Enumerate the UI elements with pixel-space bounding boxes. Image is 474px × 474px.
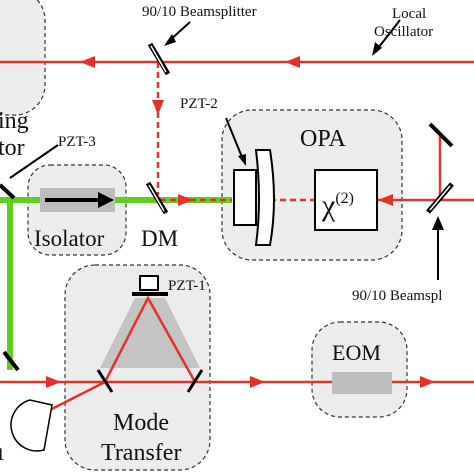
right-top-mirror [428,122,454,148]
label-chi-sup: (2) [335,190,354,207]
label-lo-2: Oscillator [374,24,433,40]
mt-mirror-left [96,369,114,393]
isolator-arrow-head [98,192,114,208]
label-opa: OPA [300,126,346,152]
opa-out-arrow [378,194,393,206]
left-bottom-mirror [2,350,20,372]
label-squeezing-1: ing [0,108,29,134]
dm-mirror-inner [148,184,165,212]
label-pzt3: PZT-3 [58,134,96,150]
eom-crystal [332,372,392,394]
label-pzt2: PZT-2 [180,96,218,112]
chi2-crystal [314,169,378,231]
pzt1-block [139,275,159,291]
label-bs-right: 90/10 Beamspl [352,288,442,304]
label-squeezing-2: tor [0,135,25,161]
bottom-arrow-2 [250,376,265,388]
squeezing-module-box [0,0,46,116]
mt-mirror-right [186,369,204,393]
label-edge-one: 1 [0,444,5,464]
dashed-arrow-down [152,100,164,115]
bottom-arrow-3 [420,376,435,388]
opa-input-mirror [254,149,275,246]
label-dm: DM [141,226,178,251]
pointer-bs-right-head [432,216,444,230]
pointer-pzt2 [225,117,245,163]
label-pzt1: PZT-1 [168,278,206,294]
mode-transfer-cone [100,298,200,368]
label-bs-top: 90/10 Beamsplitter [142,4,257,20]
top-beam-arrow-2 [285,56,300,68]
right-beamsplitter-inner [429,185,451,211]
left-corner-mirror [0,183,16,200]
top-beamsplitter-inner [150,45,167,73]
label-chi: χ(2) [321,189,354,222]
curved-mirror-bottom [10,399,53,452]
pointer-lo-head [372,42,382,56]
pzt2-block [233,169,257,226]
green-arrow-right [178,194,193,206]
label-eom: EOM [332,340,381,365]
pointer-pzt2-head [238,154,246,166]
label-lo-1: Local [392,6,426,22]
bottom-arrow-1 [46,376,61,388]
pointer-bs-top-head [164,34,176,46]
mode-transfer-beam [103,295,197,383]
label-mode-2: Transfer [101,440,181,466]
pointer-pzt3 [9,144,59,179]
eom-box [311,321,408,418]
label-isolator: Isolator [34,226,105,251]
top-beam-arrow-1 [80,56,95,68]
label-mode-1: Mode [113,410,169,436]
